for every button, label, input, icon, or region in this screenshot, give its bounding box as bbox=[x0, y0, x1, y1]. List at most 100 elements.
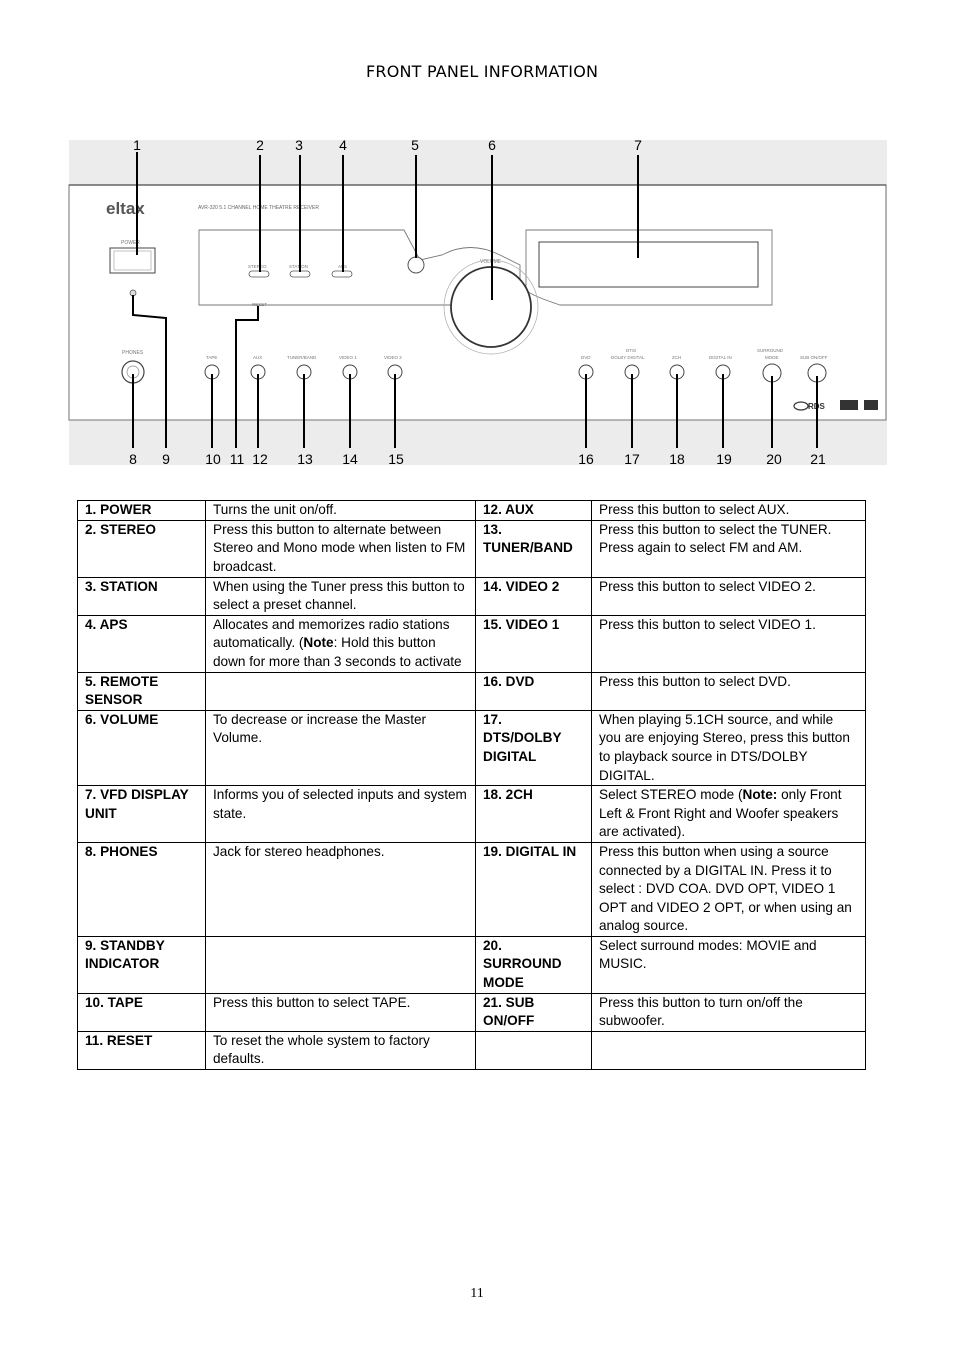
callout-2: 2 bbox=[256, 137, 264, 153]
callout-17: 17 bbox=[624, 451, 640, 467]
video2-label: VIDEO 2 bbox=[384, 355, 402, 360]
item-description bbox=[591, 1030, 866, 1071]
callout-7: 7 bbox=[634, 137, 642, 153]
dts-label-line1: DTS/ bbox=[626, 348, 637, 353]
item-name: 5. REMOTE SENSOR bbox=[77, 671, 206, 711]
item-name: 18. 2CH bbox=[475, 785, 592, 843]
surround-label-line2: MODE bbox=[765, 355, 779, 360]
tape-label: TAPE bbox=[206, 355, 217, 360]
item-name: 2. STEREO bbox=[77, 519, 206, 578]
item-name: 1. POWER bbox=[77, 500, 206, 521]
item-description: To decrease or increase the Master Volum… bbox=[205, 709, 476, 787]
table-row: 7. VFD DISPLAY UNIT Informs you of selec… bbox=[77, 785, 866, 843]
stereo-label: STEREO bbox=[248, 264, 267, 269]
item-description: Press this button to turn on/off the sub… bbox=[591, 992, 866, 1032]
item-name: 3. STATION bbox=[77, 576, 206, 616]
item-name: 6. VOLUME bbox=[77, 709, 206, 787]
item-description: Press this button to select the TUNER. P… bbox=[591, 519, 866, 578]
station-label: STATION bbox=[289, 264, 308, 269]
item-description: Press this button to select TAPE. bbox=[205, 992, 476, 1032]
page-number: 11 bbox=[470, 1286, 484, 1301]
vfd-display bbox=[538, 241, 759, 288]
item-name: 7. VFD DISPLAY UNIT bbox=[77, 785, 206, 843]
table-row: 5. REMOTE SENSOR 16. DVD Press this butt… bbox=[77, 671, 866, 711]
rds-logo-icon bbox=[793, 401, 809, 411]
surround-label-line1: SURROUND bbox=[757, 348, 784, 353]
item-name: 14. VIDEO 2 bbox=[475, 576, 592, 616]
table-row: 4. APS Allocates and memorizes radio sta… bbox=[77, 614, 866, 673]
callout-11: 11 bbox=[230, 451, 245, 467]
reset-label: RESET bbox=[252, 302, 267, 307]
callout-12: 12 bbox=[252, 451, 268, 467]
table-row: 10. TAPE Press this button to select TAP… bbox=[77, 992, 866, 1032]
callout-5: 5 bbox=[411, 137, 419, 153]
callout-1: 1 bbox=[133, 137, 141, 153]
item-name: 19. DIGITAL IN bbox=[475, 841, 592, 937]
callout-16: 16 bbox=[578, 451, 594, 467]
item-description: Press this button to select AUX. bbox=[591, 500, 866, 521]
brand-logo: eltax bbox=[106, 199, 145, 218]
phones-label: PHONES bbox=[122, 350, 144, 356]
item-name: 10. TAPE bbox=[77, 992, 206, 1032]
item-description: Turns the unit on/off. bbox=[205, 500, 476, 521]
item-name: 21. SUB ON/OFF bbox=[475, 992, 592, 1032]
table-row: 6. VOLUME To decrease or increase the Ma… bbox=[77, 709, 866, 787]
video1-label: VIDEO 1 bbox=[339, 355, 357, 360]
volume-label: VOLUME bbox=[480, 259, 502, 265]
front-panel-diagram: eltax AVR-320 5.1 CHANNEL HOME THEATRE R… bbox=[0, 130, 954, 475]
remote-sensor bbox=[407, 256, 425, 274]
item-description: Allocates and memorizes radio stations a… bbox=[205, 614, 476, 673]
item-description bbox=[205, 671, 476, 711]
table-row: 9. STANDBY INDICATOR 20. SURROUND MODE S… bbox=[77, 935, 866, 994]
table-row: 2. STEREO Press this button to alternate… bbox=[77, 519, 866, 578]
item-description bbox=[205, 935, 476, 994]
dolby-logo-icon bbox=[840, 400, 858, 410]
dts-label-line2: DOLBY DIGITAL bbox=[611, 355, 645, 360]
table-row: 1. POWER Turns the unit on/off. 12. AUX … bbox=[77, 500, 866, 521]
item-description: When using the Tuner press this button t… bbox=[205, 576, 476, 616]
item-name: 11. RESET bbox=[77, 1030, 206, 1071]
page-title: FRONT PANEL INFORMATION bbox=[366, 62, 599, 81]
callout-4: 4 bbox=[339, 137, 347, 153]
callout-9: 9 bbox=[162, 451, 170, 467]
power-label: POWER bbox=[121, 240, 140, 246]
item-name: 20. SURROUND MODE bbox=[475, 935, 592, 994]
leader-lines bbox=[132, 152, 818, 448]
item-description: When playing 5.1CH source, and while you… bbox=[591, 709, 866, 787]
callout-3: 3 bbox=[295, 137, 303, 153]
item-description: Press this button when using a source co… bbox=[591, 841, 866, 937]
sub-label: SUB ON/OFF bbox=[800, 355, 828, 360]
aux-label: AUX bbox=[253, 355, 262, 360]
callout-15: 15 bbox=[388, 451, 404, 467]
item-name: 15. VIDEO 1 bbox=[475, 614, 592, 673]
item-name: 12. AUX bbox=[475, 500, 592, 521]
front-panel-svg: eltax AVR-320 5.1 CHANNEL HOME THEATRE R… bbox=[68, 137, 887, 467]
power-button bbox=[109, 247, 156, 274]
item-description: Press this button to select VIDEO 1. bbox=[591, 614, 866, 673]
table-row: 8. PHONES Jack for stereo headphones. 19… bbox=[77, 841, 866, 937]
item-name: 16. DVD bbox=[475, 671, 592, 711]
model-label: AVR-320 5.1 CHANNEL HOME THEATRE RECEIVE… bbox=[198, 205, 319, 211]
item-description: Select STEREO mode (Note: only Front Lef… bbox=[591, 785, 866, 843]
callout-14: 14 bbox=[342, 451, 358, 467]
item-description: Select surround modes: MOVIE and MUSIC. bbox=[591, 935, 866, 994]
item-name: 4. APS bbox=[77, 614, 206, 673]
front-panel-info-table: 1. POWER Turns the unit on/off. 12. AUX … bbox=[77, 500, 866, 1071]
callout-19: 19 bbox=[716, 451, 732, 467]
tuner-band-label: TUNER/BAND bbox=[287, 355, 317, 360]
dvd-label: DVD bbox=[581, 355, 591, 360]
callout-10: 10 bbox=[205, 451, 221, 467]
callout-18: 18 bbox=[669, 451, 685, 467]
dts-logo-icon bbox=[864, 400, 878, 410]
item-description: Press this button to select DVD. bbox=[591, 671, 866, 711]
item-description: Jack for stereo headphones. bbox=[205, 841, 476, 937]
item-name: 9. STANDBY INDICATOR bbox=[77, 935, 206, 994]
item-name: 8. PHONES bbox=[77, 841, 206, 937]
callout-6: 6 bbox=[488, 137, 496, 153]
item-name bbox=[475, 1030, 592, 1071]
item-description: Informs you of selected inputs and syste… bbox=[205, 785, 476, 843]
item-description: Press this button to alternate between S… bbox=[205, 519, 476, 578]
two-ch-label: 2CH bbox=[672, 355, 681, 360]
digital-in-label: DIGITAL IN bbox=[709, 355, 732, 360]
callout-21: 21 bbox=[810, 451, 826, 467]
